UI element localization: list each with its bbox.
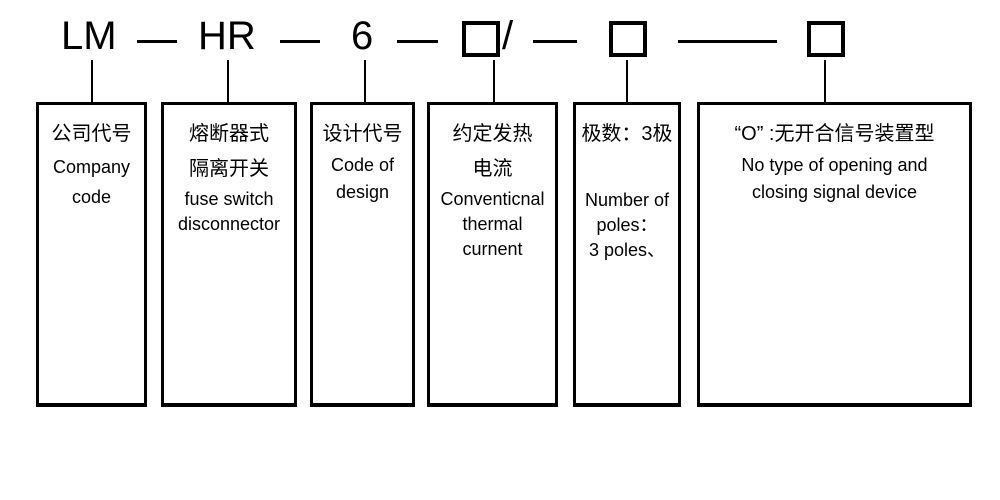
label-zh: 电流 <box>472 158 513 180</box>
code-segment-type: HR <box>198 14 256 58</box>
label-en: Number of <box>584 190 670 210</box>
dash-connector <box>397 40 438 43</box>
placeholder-box-signal-device <box>807 21 845 57</box>
label-en: Company <box>52 157 131 177</box>
connector-line-type <box>227 60 229 102</box>
spacer <box>576 152 678 188</box>
desc-box-thermal-current: 约定发热 电流 Conventicnal thermal curnent <box>427 102 558 407</box>
desc-box-company-code: 公司代号 Company code <box>36 102 147 407</box>
desc-box-fuse-switch-disconnector: 熔断器式 隔离开关 fuse switch disconnector <box>161 102 297 407</box>
connector-line-company <box>91 60 93 102</box>
dash-connector-long <box>678 40 777 43</box>
dash-connector <box>137 40 177 43</box>
dash-connector <box>280 40 320 43</box>
label-en: Code of <box>330 155 395 175</box>
label-zh: 设计代号 <box>322 123 403 145</box>
label-en: poles： <box>596 215 658 235</box>
placeholder-box-poles <box>609 21 647 57</box>
label-en: 3 poles、 <box>588 240 666 260</box>
desc-box-number-of-poles: 极数：3极 Number of poles： 3 poles、 <box>573 102 681 407</box>
label-zh: 熔断器式 <box>189 123 269 145</box>
connector-line-poles <box>626 60 628 102</box>
label-zh: “O” :无开合信号装置型 <box>734 123 935 145</box>
code-segment-design: 6 <box>351 14 374 58</box>
label-en: closing signal device <box>751 182 918 202</box>
connector-line-design <box>364 60 366 102</box>
dash-connector <box>533 40 577 43</box>
label-en: No type of opening and <box>741 155 928 175</box>
label-en: Conventicnal <box>440 189 545 209</box>
label-en: disconnector <box>177 214 281 234</box>
label-en: thermal <box>462 214 523 234</box>
code-segment-company: LM <box>61 14 117 58</box>
placeholder-box-thermal-current <box>462 21 500 57</box>
code-segment-slash: / <box>502 14 514 58</box>
label-zh: 约定发热 <box>452 123 533 145</box>
label-en: fuse switch <box>184 189 274 209</box>
label-en: curnent <box>462 239 523 259</box>
connector-line-current <box>493 60 495 102</box>
label-zh: 隔离开关 <box>189 158 269 180</box>
desc-box-design-code: 设计代号 Code of design <box>310 102 415 407</box>
label-en: code <box>71 187 112 207</box>
label-zh: 极数：3极 <box>581 123 673 145</box>
label-en: design <box>335 182 390 202</box>
label-zh: 公司代号 <box>51 123 132 145</box>
desc-box-signal-device: “O” :无开合信号装置型 No type of opening and clo… <box>697 102 972 407</box>
connector-line-signal <box>824 60 826 102</box>
